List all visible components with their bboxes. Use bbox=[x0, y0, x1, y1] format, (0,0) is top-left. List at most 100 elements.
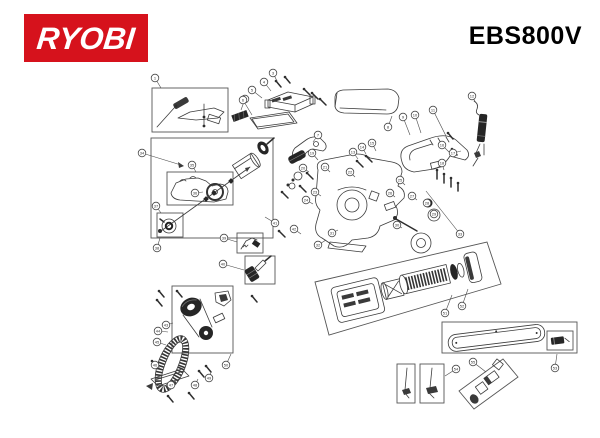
callout-48: 48 bbox=[190, 378, 200, 390]
svg-text:35: 35 bbox=[190, 163, 195, 168]
svg-text:11: 11 bbox=[431, 108, 436, 113]
svg-text:46: 46 bbox=[153, 363, 158, 368]
callout-15: 15 bbox=[367, 138, 377, 152]
cord-clamp-part bbox=[231, 109, 249, 123]
model-number: EBS800V bbox=[468, 22, 582, 50]
platen bbox=[146, 368, 190, 390]
callout-20: 20 bbox=[298, 163, 310, 173]
svg-text:6: 6 bbox=[242, 98, 245, 103]
svg-text:33: 33 bbox=[458, 232, 463, 237]
callout-21: 21 bbox=[320, 162, 331, 173]
callout-32: 32 bbox=[313, 239, 327, 250]
svg-text:25: 25 bbox=[398, 178, 403, 183]
callout-4: 4 bbox=[259, 77, 272, 92]
svg-text:39: 39 bbox=[222, 236, 227, 241]
callout-38: 38 bbox=[152, 237, 162, 253]
sanding-belt bbox=[334, 88, 400, 115]
callout-45: 45 bbox=[152, 337, 167, 347]
screws bbox=[150, 75, 460, 403]
callout-39: 39 bbox=[219, 233, 238, 243]
svg-text:44: 44 bbox=[156, 329, 161, 334]
armature-spindle-box bbox=[244, 255, 276, 285]
main-housing bbox=[286, 153, 441, 254]
callout-9: 9 bbox=[398, 112, 411, 136]
callout-44: 44 bbox=[153, 326, 169, 336]
callout-49: 49 bbox=[204, 371, 214, 383]
svg-text:42: 42 bbox=[292, 227, 297, 232]
callout-6: 6 bbox=[238, 95, 253, 116]
base-frame-box bbox=[441, 321, 578, 354]
callout-50: 50 bbox=[221, 353, 232, 370]
callout-22: 22 bbox=[345, 167, 356, 178]
callout-53: 53 bbox=[550, 353, 560, 373]
callout-26: 26 bbox=[385, 188, 396, 198]
trigger-assembly-box bbox=[151, 87, 229, 133]
callout-28: 28 bbox=[422, 198, 432, 208]
svg-text:52: 52 bbox=[460, 304, 465, 309]
svg-text:10: 10 bbox=[413, 113, 418, 118]
callout-27: 27 bbox=[407, 191, 418, 201]
svg-text:18: 18 bbox=[440, 161, 445, 166]
svg-text:4: 4 bbox=[263, 80, 266, 85]
dust-canister-box bbox=[314, 241, 502, 336]
svg-text:9: 9 bbox=[402, 115, 405, 120]
callout-7: 7 bbox=[312, 130, 323, 143]
callout-55: 55 bbox=[468, 357, 487, 373]
svg-text:31: 31 bbox=[330, 231, 335, 236]
callout-33: 33 bbox=[425, 190, 465, 239]
svg-text:13: 13 bbox=[351, 150, 356, 155]
power-cord bbox=[472, 100, 488, 167]
callout-8: 8 bbox=[383, 115, 393, 132]
svg-text:49: 49 bbox=[207, 376, 212, 381]
svg-text:24: 24 bbox=[304, 198, 309, 203]
top-cover bbox=[264, 91, 316, 113]
callout-24: 24 bbox=[301, 195, 314, 205]
svg-text:30: 30 bbox=[395, 223, 400, 228]
svg-text:21: 21 bbox=[323, 165, 328, 170]
svg-text:54: 54 bbox=[454, 367, 459, 372]
svg-text:15: 15 bbox=[370, 141, 375, 146]
front-roller-arm bbox=[288, 136, 327, 164]
svg-text:14: 14 bbox=[360, 145, 365, 150]
callout-3: 3 bbox=[268, 68, 278, 82]
callout-layer: 1234567891011121314151617181920212223242… bbox=[137, 68, 560, 390]
callout-12: 12 bbox=[467, 91, 477, 104]
svg-text:47: 47 bbox=[169, 383, 174, 388]
svg-text:19: 19 bbox=[310, 151, 315, 156]
callout-18: 18 bbox=[437, 158, 447, 171]
svg-text:29: 29 bbox=[432, 212, 437, 217]
callout-42: 42 bbox=[289, 224, 302, 235]
svg-text:1: 1 bbox=[154, 76, 157, 81]
rear-handle bbox=[400, 135, 469, 173]
callout-14: 14 bbox=[357, 142, 367, 155]
callout-23: 23 bbox=[310, 187, 322, 197]
ryobi-logo: RYOBI bbox=[24, 14, 148, 62]
callout-29: 29 bbox=[429, 209, 439, 219]
brush-holder-box bbox=[236, 232, 264, 254]
svg-text:23: 23 bbox=[313, 190, 318, 195]
callout-13: 13 bbox=[348, 147, 359, 160]
svg-text:26: 26 bbox=[388, 191, 393, 196]
callout-11: 11 bbox=[428, 105, 447, 137]
svg-text:40: 40 bbox=[221, 262, 226, 267]
callout-34: 34 bbox=[137, 148, 182, 166]
callout-31: 31 bbox=[327, 228, 339, 238]
svg-text:48: 48 bbox=[193, 383, 198, 388]
callout-43: 43 bbox=[161, 320, 174, 330]
svg-text:45: 45 bbox=[155, 340, 160, 345]
callout-47: 47 bbox=[166, 380, 177, 390]
callout-46: 46 bbox=[150, 360, 162, 370]
svg-text:51: 51 bbox=[443, 311, 448, 316]
callout-5: 5 bbox=[247, 85, 263, 99]
svg-text:32: 32 bbox=[316, 243, 321, 248]
svg-text:7: 7 bbox=[317, 133, 320, 138]
svg-text:17: 17 bbox=[451, 151, 456, 156]
drive-belt-box bbox=[171, 285, 234, 354]
svg-text:28: 28 bbox=[425, 201, 430, 206]
svg-text:55: 55 bbox=[471, 360, 476, 365]
callout-41: 41 bbox=[264, 216, 280, 228]
svg-text:8: 8 bbox=[387, 125, 390, 130]
svg-text:27: 27 bbox=[410, 194, 415, 199]
